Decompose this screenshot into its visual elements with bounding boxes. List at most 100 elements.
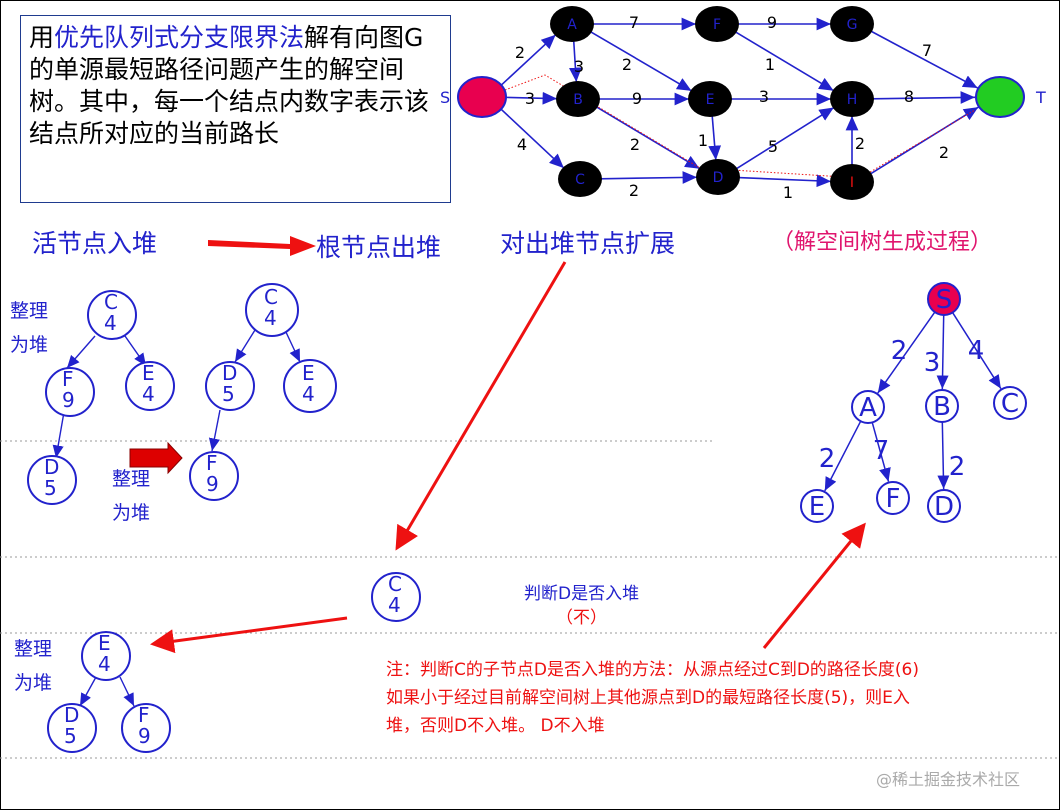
edge-weight-G-T: 7 (922, 41, 932, 60)
expand-arrow (395, 261, 567, 551)
heap1-leftleft: D5 (27, 455, 77, 505)
edge-weight-S-C: 4 (517, 135, 527, 154)
optimal-path-line (504, 74, 976, 179)
tree-edge-weight-S-C: 4 (968, 336, 985, 366)
tree-edge-S-B (936, 313, 949, 390)
tree-edge-S-C (951, 311, 1002, 390)
heapify-label-1: 整理 为堆 (10, 294, 48, 362)
red-arrows (129, 236, 866, 654)
graph-node-D: D (696, 159, 740, 195)
edge-D-I (737, 174, 832, 188)
edge-F-H (734, 30, 835, 92)
heap-node-name: D (44, 455, 59, 479)
heap-node-name: E (142, 361, 155, 385)
graph-node-label: F (713, 17, 721, 33)
heap-node-name: C (264, 285, 278, 309)
intro-highlight: 优先队列式分支限界法 (54, 23, 305, 52)
tree-node-label: D (934, 492, 954, 522)
graph-node-B: B (556, 81, 600, 117)
tree-node-label: S (936, 285, 953, 315)
heap-node-value: 4 (388, 593, 401, 617)
graph-node-H: H (830, 81, 874, 117)
heap-edge (234, 329, 256, 363)
graph-node-E: E (688, 81, 732, 117)
tree-node-A: A (851, 390, 885, 424)
heapify-arrow (129, 441, 183, 475)
heapify-line-2: 为堆 (10, 334, 49, 356)
graph-node-A: A (550, 6, 594, 42)
graph-node-C: C (558, 161, 602, 197)
heap-node-name: C (104, 290, 118, 314)
graph-node-label: I (850, 175, 854, 191)
heap-node-name: E (98, 631, 111, 655)
heap-node-name: D (222, 361, 237, 385)
graph-node-label: S (440, 88, 450, 107)
note-line-3: 堆，否则D不入堆。 D不入堆 (386, 716, 605, 736)
edge-weight-A-B: 3 (574, 57, 584, 76)
heap2-left: D5 (205, 361, 255, 411)
edge-weight-I-T: 2 (939, 143, 949, 162)
tree-node-S: S (927, 282, 961, 316)
heap1-left: F9 (45, 367, 95, 417)
edge-B-D (595, 105, 701, 170)
heap-node-name: E (302, 361, 315, 385)
edge-weight-F-H: 1 (765, 55, 775, 74)
judge-text: 判断D是否入堆 （不） (524, 582, 639, 630)
reheap-arrow (150, 616, 348, 654)
watermark: @稀土掘金技术社区 (876, 770, 1021, 789)
tree-edge-S-A (877, 310, 936, 394)
edge-weight-S-B: 3 (525, 89, 535, 108)
heap-node-value: 5 (64, 724, 77, 748)
heap-node-name: D (64, 703, 79, 727)
graph-node-label: B (573, 92, 583, 108)
tree-edge-weight-A-F: 7 (873, 436, 890, 466)
graph-node-label: E (706, 92, 715, 108)
heap1-right: E4 (125, 361, 175, 411)
edge-weight-A-F: 7 (629, 13, 639, 32)
step-expand-label: 对出堆节点扩展 (500, 229, 676, 258)
note-line-1: 注：判断C的子节点D是否入堆的方法：从源点经过C到D的路径长度(6) (386, 660, 920, 680)
heap3-root: E4 (81, 631, 131, 681)
heap-edge (284, 329, 301, 363)
heap-node-value: 9 (138, 724, 151, 748)
edge-weight-E-H: 3 (759, 87, 769, 106)
tree-node-F: F (876, 481, 910, 515)
edge-S-C (499, 107, 565, 169)
tree-edge-B-D (937, 420, 950, 490)
edge-C-D (599, 171, 698, 184)
heap-edge (124, 335, 147, 367)
step-pop-label: 根节点出堆 (316, 233, 442, 262)
heapify-line-1: 整理 (10, 300, 49, 322)
edge-weight-D-I: 1 (783, 183, 793, 202)
intro-textbox: 用优先队列式分支限界法解有向图G的单源最短路径问题产生的解空间树。其中，每一个结… (20, 15, 451, 203)
edge-weight-B-D: 2 (630, 135, 640, 154)
heap-edge (119, 676, 135, 707)
edge-H-T (871, 91, 976, 104)
heap2-right: E4 (283, 359, 337, 413)
edge-S-B (505, 91, 558, 105)
heap-node-name: F (62, 367, 74, 391)
heap-edge (52, 411, 65, 459)
step-push-label: 活节点入堆 (32, 229, 158, 258)
intro-prefix: 用 (29, 23, 55, 52)
heapify-label-2: 整理 为堆 (112, 462, 150, 530)
edge-weight-E-D: 1 (698, 131, 708, 150)
heap-node-value: 4 (264, 306, 277, 330)
edge-weight-B-E: 9 (632, 89, 642, 108)
graph-node-label: H (847, 92, 858, 108)
edge-D-H (734, 106, 835, 171)
push-to-pop-arrow (208, 236, 316, 256)
heapify-line-2: 为堆 (112, 502, 151, 524)
judge-line-2: （不） (556, 608, 608, 628)
edge-A-E (589, 30, 692, 92)
graph-node-label: C (575, 172, 585, 188)
tree-edge-weight-S-A: 2 (891, 336, 908, 366)
edge-S-A (500, 34, 557, 87)
tree-edge-weight-S-B: 3 (924, 348, 941, 378)
heap-node-value: 9 (206, 472, 219, 496)
tree-node-D: D (927, 489, 961, 523)
heap-node-value: 4 (104, 311, 117, 335)
